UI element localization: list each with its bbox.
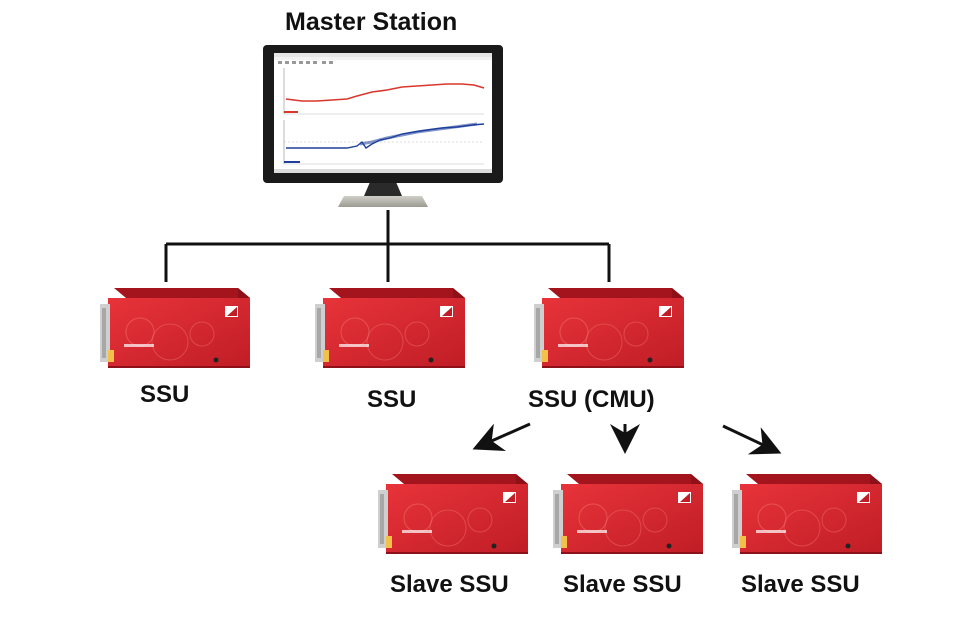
ssu-unit-1 <box>100 282 250 374</box>
ssu-cmu-label: SSU (CMU) <box>528 386 655 413</box>
ssu-device-icon <box>553 474 703 554</box>
slave-ssu-label-3: Slave SSU <box>741 571 860 598</box>
ssu-label-1: SSU <box>140 381 190 408</box>
ssu-device-icon <box>315 288 465 368</box>
ssu-device-icon <box>534 288 684 368</box>
slave-ssu-label-2: Slave SSU <box>563 571 682 598</box>
ssu-device-icon <box>732 474 882 554</box>
ssu-label-2: SSU <box>367 386 417 413</box>
monitor-icon <box>263 45 503 207</box>
slave-ssu-unit-2 <box>553 468 703 560</box>
arrow-icon <box>472 422 531 452</box>
slave-ssu-unit-3 <box>732 468 882 560</box>
slave-ssu-unit-1 <box>378 468 528 560</box>
slave-ssu-label-1: Slave SSU <box>390 571 509 598</box>
ssu-device-icon <box>378 474 528 554</box>
ssu-device-icon <box>100 288 250 368</box>
master-station-title: Master Station <box>285 8 458 36</box>
ssu-unit-2 <box>315 282 465 374</box>
ssu-unit-cmu <box>534 282 684 374</box>
arrow-icon <box>722 424 782 455</box>
